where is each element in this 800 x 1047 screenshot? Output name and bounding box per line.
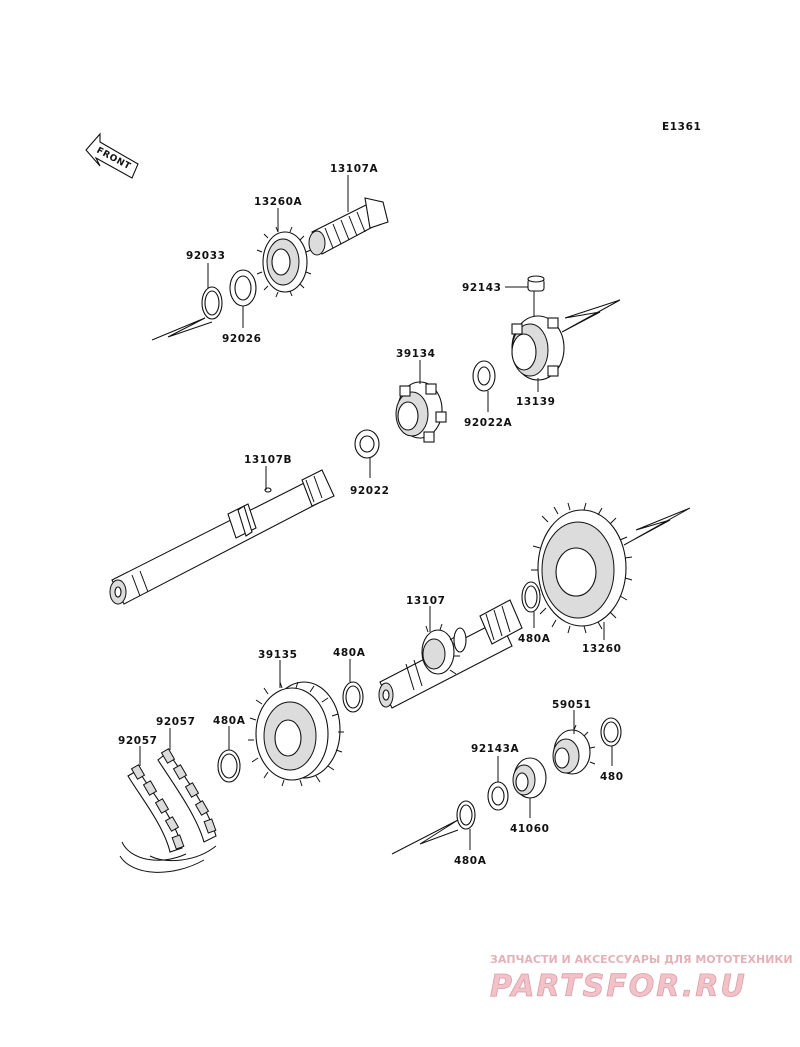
part-59051-gear [552, 724, 596, 775]
part-39134-sleeve-gear [395, 381, 447, 443]
label-480a-bottom: 480A [454, 855, 487, 867]
label-92057-inner: 92057 [118, 735, 158, 747]
label-92022a: 92022A [464, 417, 513, 429]
label-480a-left: 480A [213, 715, 246, 727]
part-13107b-shaft [109, 469, 335, 605]
label-13260a: 13260A [254, 196, 303, 208]
watermark-brand: PARTSFOR.RU [490, 969, 747, 1004]
part-13260a-gear [256, 226, 312, 298]
part-480a-ring-bottom [456, 800, 476, 830]
part-92033-circlip [201, 286, 223, 320]
label-92022: 92022 [350, 485, 390, 497]
part-92022a-washer [472, 360, 496, 392]
part-39135-gear [248, 681, 344, 787]
part-480a-ring-left [217, 749, 241, 783]
part-92057-chain-outer [157, 748, 217, 843]
label-13107: 13107 [406, 595, 446, 607]
label-92143a: 92143A [471, 743, 520, 755]
part-480-ring [600, 717, 622, 747]
label-39134: 39134 [396, 348, 436, 360]
label-39135: 39135 [258, 649, 298, 661]
label-480a-middle: 480A [333, 647, 366, 659]
label-480: 480 [600, 771, 624, 783]
part-92057-chain-inner [127, 764, 185, 853]
part-13139-hub [511, 315, 565, 381]
part-92026-washer [229, 269, 257, 307]
part-13107-shaft [378, 599, 523, 709]
label-59051: 59051 [552, 699, 592, 711]
diagram-code: E1361 [662, 121, 701, 133]
part-92143-collar [527, 275, 545, 292]
label-13107b: 13107B [244, 454, 292, 466]
front-arrow-icon: FRONT [85, 132, 139, 179]
part-92143a-washer [487, 781, 509, 811]
label-13139: 13139 [516, 396, 556, 408]
watermark-tagline: ЗАПЧАСТИ И АКСЕССУАРЫ ДЛЯ МОТОТЕХНИКИ [490, 953, 793, 966]
part-13260-gear [531, 502, 633, 634]
label-41060: 41060 [510, 823, 550, 835]
part-480a-ring-upper [521, 581, 541, 613]
label-92057-outer: 92057 [156, 716, 196, 728]
label-92026: 92026 [222, 333, 262, 345]
label-480a-upper: 480A [518, 633, 551, 645]
label-13107a: 13107A [330, 163, 379, 175]
part-480a-ring-middle [342, 681, 364, 713]
part-41060-hub [512, 757, 547, 799]
watermark: ЗАПЧАСТИ И АКСЕССУАРЫ ДЛЯ МОТОТЕХНИКИ PA… [490, 953, 793, 1004]
part-92022-washer [354, 429, 380, 459]
label-13260: 13260 [582, 643, 622, 655]
label-92143: 92143 [462, 282, 502, 294]
label-92033: 92033 [186, 250, 226, 262]
part-13107a-sleeve [308, 197, 389, 256]
